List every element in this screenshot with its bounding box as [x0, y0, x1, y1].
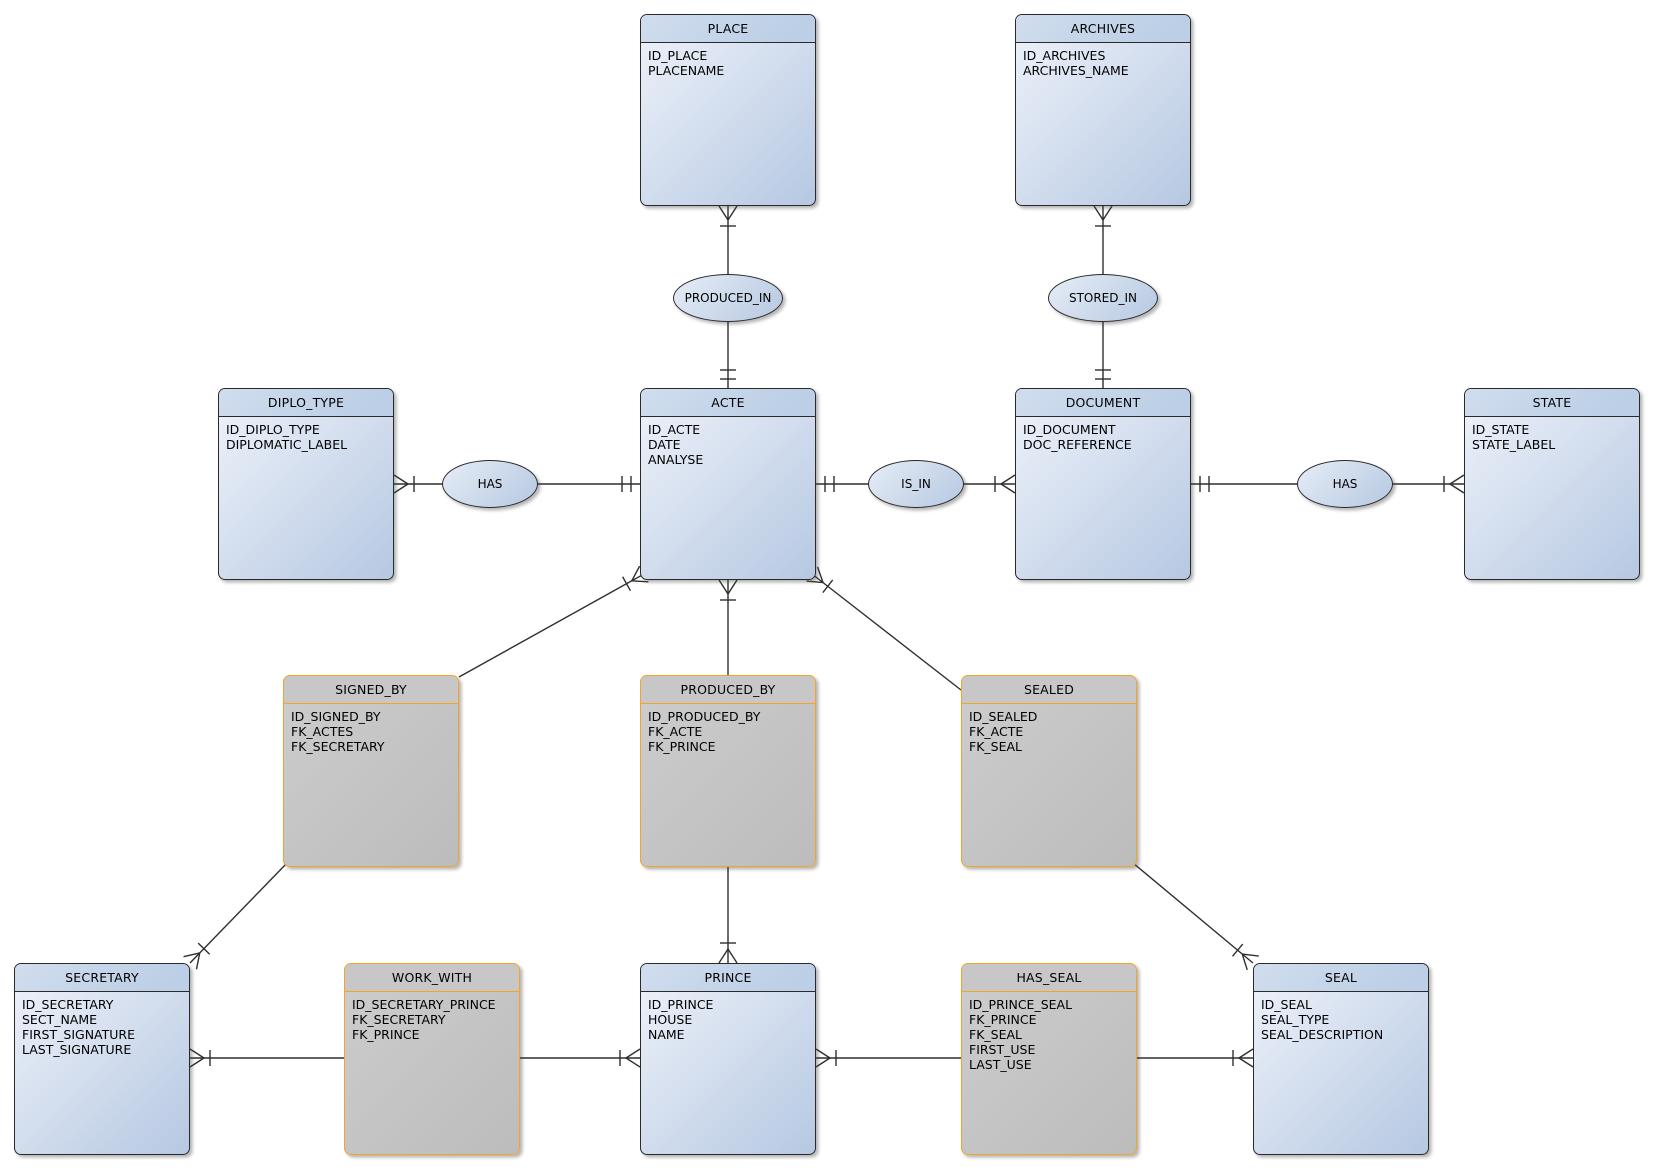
association-sealed-attributes: ID_SEALED FK_ACTE FK_SEAL [969, 709, 1038, 754]
entity-place-attributes: ID_PLACE PLACENAME [648, 48, 725, 78]
association-work-with-attributes: ID_SECRETARY_PRINCE FK_SECRETARY FK_PRIN… [352, 997, 496, 1042]
relationship-has-diplo-acte[interactable]: HAS [442, 460, 538, 508]
entity-document-title: DOCUMENT [1016, 389, 1190, 417]
entity-seal-attributes: ID_SEAL SEAL_TYPE SEAL_DESCRIPTION [1261, 997, 1384, 1042]
association-sealed-title: SEALED [962, 676, 1136, 704]
entity-document[interactable]: DOCUMENT ID_DOCUMENT DOC_REFERENCE [1015, 388, 1191, 580]
entity-acte-attributes: ID_ACTE DATE ANALYSE [648, 422, 704, 467]
relationship-is-in[interactable]: IS_IN [868, 460, 964, 508]
entity-prince-attributes: ID_PRINCE HOUSE NAME [648, 997, 714, 1042]
association-signed-by[interactable]: SIGNED_BY ID_SIGNED_BY FK_ACTES FK_SECRE… [283, 675, 459, 867]
entity-prince[interactable]: PRINCE ID_PRINCE HOUSE NAME [640, 963, 816, 1155]
relationship-has-diplo-acte-label: HAS [477, 477, 503, 491]
association-produced-by-attributes: ID_PRODUCED_BY FK_ACTE FK_PRINCE [648, 709, 761, 754]
entity-secretary[interactable]: SECRETARY ID_SECRETARY SECT_NAME FIRST_S… [14, 963, 190, 1155]
association-signed-by-title: SIGNED_BY [284, 676, 458, 704]
relationship-is-in-label: IS_IN [901, 477, 931, 491]
relationship-has-document-state[interactable]: HAS [1297, 460, 1393, 508]
entity-archives[interactable]: ARCHIVES ID_ARCHIVES ARCHIVES_NAME [1015, 14, 1191, 206]
entity-diplo-type-title: DIPLO_TYPE [219, 389, 393, 417]
entity-state[interactable]: STATE ID_STATE STATE_LABEL [1464, 388, 1640, 580]
entity-secretary-attributes: ID_SECRETARY SECT_NAME FIRST_SIGNATURE L… [22, 997, 135, 1057]
entity-document-attributes: ID_DOCUMENT DOC_REFERENCE [1023, 422, 1132, 452]
relationship-stored-in[interactable]: STORED_IN [1048, 274, 1158, 322]
relationship-produced-in[interactable]: PRODUCED_IN [673, 274, 783, 322]
entity-diplo-type[interactable]: DIPLO_TYPE ID_DIPLO_TYPE DIPLOMATIC_LABE… [218, 388, 394, 580]
relationship-has-document-state-label: HAS [1332, 477, 1358, 491]
relationship-produced-in-label: PRODUCED_IN [684, 291, 772, 305]
association-has-seal[interactable]: HAS_SEAL ID_PRINCE_SEAL FK_PRINCE FK_SEA… [961, 963, 1137, 1155]
entity-place-title: PLACE [641, 15, 815, 43]
entity-diplo-type-attributes: ID_DIPLO_TYPE DIPLOMATIC_LABEL [226, 422, 348, 452]
entity-state-title: STATE [1465, 389, 1639, 417]
association-work-with[interactable]: WORK_WITH ID_SECRETARY_PRINCE FK_SECRETA… [344, 963, 520, 1155]
entity-acte[interactable]: ACTE ID_ACTE DATE ANALYSE [640, 388, 816, 580]
entity-acte-title: ACTE [641, 389, 815, 417]
entity-secretary-title: SECRETARY [15, 964, 189, 992]
association-has-seal-attributes: ID_PRINCE_SEAL FK_PRINCE FK_SEAL FIRST_U… [969, 997, 1073, 1072]
association-work-with-title: WORK_WITH [345, 964, 519, 992]
association-sealed[interactable]: SEALED ID_SEALED FK_ACTE FK_SEAL [961, 675, 1137, 867]
relationship-stored-in-label: STORED_IN [1068, 291, 1138, 305]
entity-archives-attributes: ID_ARCHIVES ARCHIVES_NAME [1023, 48, 1129, 78]
entity-seal-title: SEAL [1254, 964, 1428, 992]
association-has-seal-title: HAS_SEAL [962, 964, 1136, 992]
association-produced-by[interactable]: PRODUCED_BY ID_PRODUCED_BY FK_ACTE FK_PR… [640, 675, 816, 867]
entity-archives-title: ARCHIVES [1016, 15, 1190, 43]
association-produced-by-title: PRODUCED_BY [641, 676, 815, 704]
entity-state-attributes: ID_STATE STATE_LABEL [1472, 422, 1556, 452]
association-signed-by-attributes: ID_SIGNED_BY FK_ACTES FK_SECRETARY [291, 709, 385, 754]
entity-prince-title: PRINCE [641, 964, 815, 992]
entity-seal[interactable]: SEAL ID_SEAL SEAL_TYPE SEAL_DESCRIPTION [1253, 963, 1429, 1155]
entity-place[interactable]: PLACE ID_PLACE PLACENAME [640, 14, 816, 206]
